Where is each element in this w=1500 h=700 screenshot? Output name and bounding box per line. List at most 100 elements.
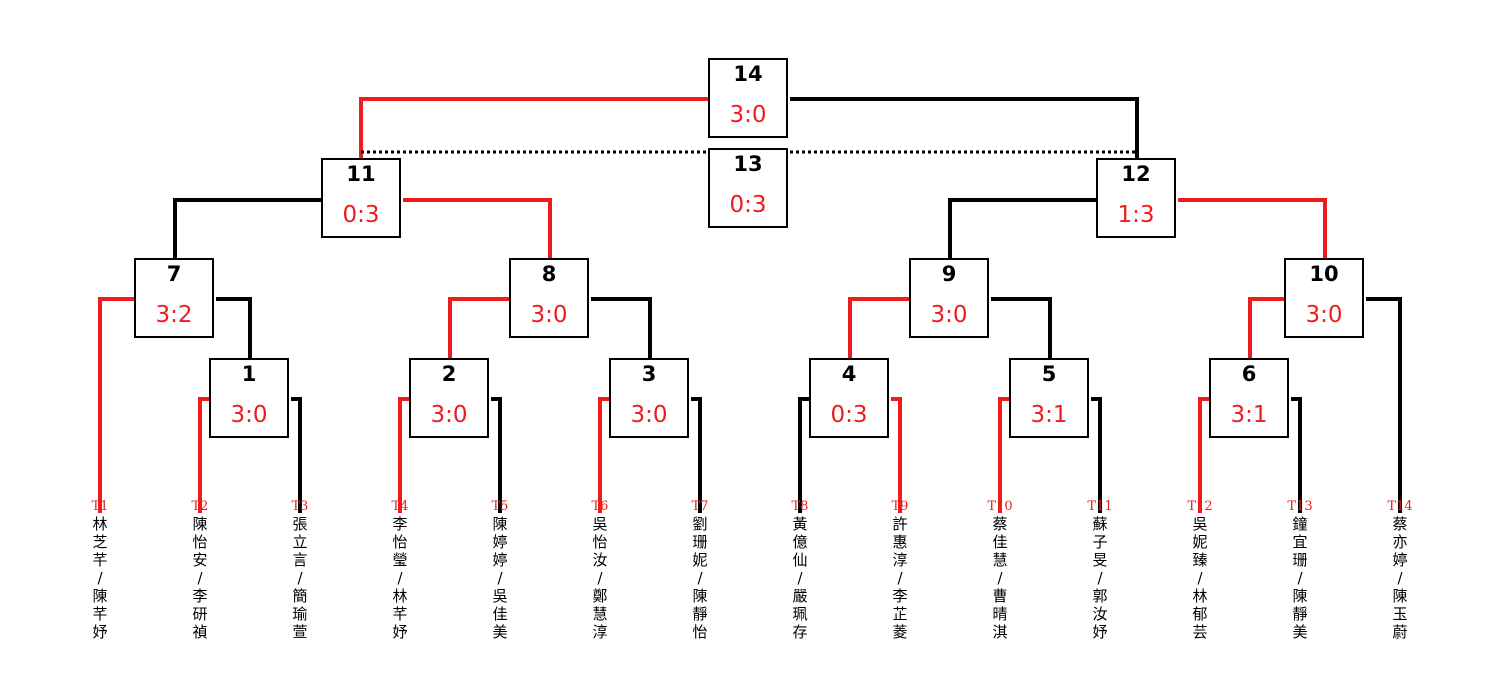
team-id: T7 <box>691 499 709 514</box>
match-number: 10 <box>1309 262 1339 286</box>
team-players: 李怡瑩/林芊妤 <box>392 515 408 641</box>
match-box-6: 6 3:1 <box>1209 358 1289 438</box>
match-box-9: 9 3:0 <box>909 258 989 338</box>
team-id: T5 <box>491 499 509 514</box>
team-players: 吳妮臻/林郁芸 <box>1192 515 1208 641</box>
connector-5-T11 <box>1091 397 1102 513</box>
connector-3-T7 <box>691 397 702 513</box>
match-score: 3:0 <box>230 402 268 428</box>
team-id: T8 <box>791 499 809 514</box>
match-number: 3 <box>641 362 657 386</box>
match-number: 11 <box>346 162 376 186</box>
team-id: T12 <box>1187 499 1213 514</box>
connector-6-T12 <box>1198 397 1209 513</box>
team-id: T10 <box>987 499 1013 514</box>
team-players: 陳怡安/李研禎 <box>192 515 208 641</box>
match-box-11: 11 0:3 <box>321 158 401 238</box>
match-score: 3:0 <box>430 402 468 428</box>
connector-11-8 <box>403 198 552 258</box>
connector-7-T1 <box>98 297 134 513</box>
match-score: 3:0 <box>530 302 568 328</box>
match-number: 6 <box>1241 362 1257 386</box>
match-score: 3:0 <box>729 102 767 128</box>
match-box-14: 14 3:0 <box>708 58 788 138</box>
match-box-7: 7 3:2 <box>134 258 214 338</box>
match-score: 1:3 <box>1117 202 1155 228</box>
team-T8: T8 黃億仙/嚴珮存 <box>785 499 815 641</box>
match-score: 3:1 <box>1030 402 1068 428</box>
match-box-4: 4 0:3 <box>809 358 889 438</box>
match-number: 4 <box>841 362 857 386</box>
match-box-3: 3 3:0 <box>609 358 689 438</box>
connector-1-T2 <box>198 397 209 513</box>
match-score: 0:3 <box>342 202 380 228</box>
team-id: T4 <box>391 499 409 514</box>
team-players: 蔡佳慧/曹晴淇 <box>992 515 1008 641</box>
match-box-12: 12 1:3 <box>1096 158 1176 238</box>
team-id: T14 <box>1387 499 1413 514</box>
team-id: T13 <box>1287 499 1313 514</box>
match-number: 5 <box>1041 362 1057 386</box>
match-score: 0:3 <box>729 192 767 218</box>
match-box-13: 13 0:3 <box>708 148 788 228</box>
connector-4-T8 <box>798 397 809 513</box>
connector-1-T3 <box>291 397 302 513</box>
match-number: 2 <box>441 362 457 386</box>
team-players: 蘇子旻/郭汝妤 <box>1092 515 1108 641</box>
match-score: 3:1 <box>1230 402 1268 428</box>
connector-2-T5 <box>491 397 502 513</box>
team-T9: T9 許惠淳/李芷菱 <box>885 499 915 641</box>
match-box-8: 8 3:0 <box>509 258 589 338</box>
team-T5: T5 陳婷婷/吳佳美 <box>485 499 515 641</box>
match-box-5: 5 3:1 <box>1009 358 1089 438</box>
connector-5-T10 <box>998 397 1009 513</box>
connector-10-6 <box>1248 297 1284 358</box>
team-players: 吳怡汝/鄭慧淳 <box>592 515 608 641</box>
match-number: 14 <box>733 62 763 86</box>
match-number: 8 <box>541 262 557 286</box>
connector-2-T4 <box>398 397 409 513</box>
team-T13: T13 鐘宜珊/陳靜美 <box>1285 499 1315 641</box>
match-number: 1 <box>241 362 257 386</box>
team-T14: T14 蔡亦婷/陳玉蔚 <box>1385 499 1415 641</box>
team-id: T6 <box>591 499 609 514</box>
team-players: 張立言/簡瑜萱 <box>292 515 308 641</box>
team-players: 林芝芊/陳芊妤 <box>92 515 108 641</box>
connector-9-4 <box>848 297 909 358</box>
team-T6: T6 吳怡汝/鄭慧淳 <box>585 499 615 641</box>
match-box-1: 1 3:0 <box>209 358 289 438</box>
team-T10: T10 蔡佳慧/曹晴淇 <box>985 499 1015 641</box>
match-box-2: 2 3:0 <box>409 358 489 438</box>
match-number: 9 <box>941 262 957 286</box>
connector-10-T14 <box>1366 297 1402 513</box>
team-id: T3 <box>291 499 309 514</box>
match-number: 7 <box>166 262 182 286</box>
team-T7: T7 劉珊妮/陳靜怡 <box>685 499 715 641</box>
team-players: 蔡亦婷/陳玉蔚 <box>1392 515 1408 641</box>
team-players: 陳婷婷/吳佳美 <box>492 515 508 641</box>
connector-12-10 <box>1178 198 1327 258</box>
team-id: T1 <box>91 499 109 514</box>
connector-9-5 <box>991 297 1052 358</box>
connector-3-T6 <box>598 397 609 513</box>
team-T3: T3 張立言/簡瑜萱 <box>285 499 315 641</box>
team-T12: T12 吳妮臻/林郁芸 <box>1185 499 1215 641</box>
team-players: 鐘宜珊/陳靜美 <box>1292 515 1308 641</box>
team-T11: T11 蘇子旻/郭汝妤 <box>1085 499 1115 641</box>
connector-6-T13 <box>1291 397 1302 513</box>
connector-11-7 <box>173 198 321 258</box>
match-number: 12 <box>1121 162 1151 186</box>
connector-14-11 <box>359 97 708 158</box>
team-id: T9 <box>891 499 909 514</box>
team-T4: T4 李怡瑩/林芊妤 <box>385 499 415 641</box>
connector-14-12 <box>790 97 1139 158</box>
connector-12-9 <box>948 198 1096 258</box>
team-T1: T1 林芝芊/陳芊妤 <box>85 499 115 641</box>
team-id: T2 <box>191 499 209 514</box>
match-score: 3:0 <box>930 302 968 328</box>
connector-8-3 <box>591 297 652 358</box>
match-box-10: 10 3:0 <box>1284 258 1364 338</box>
match-score: 0:3 <box>830 402 868 428</box>
